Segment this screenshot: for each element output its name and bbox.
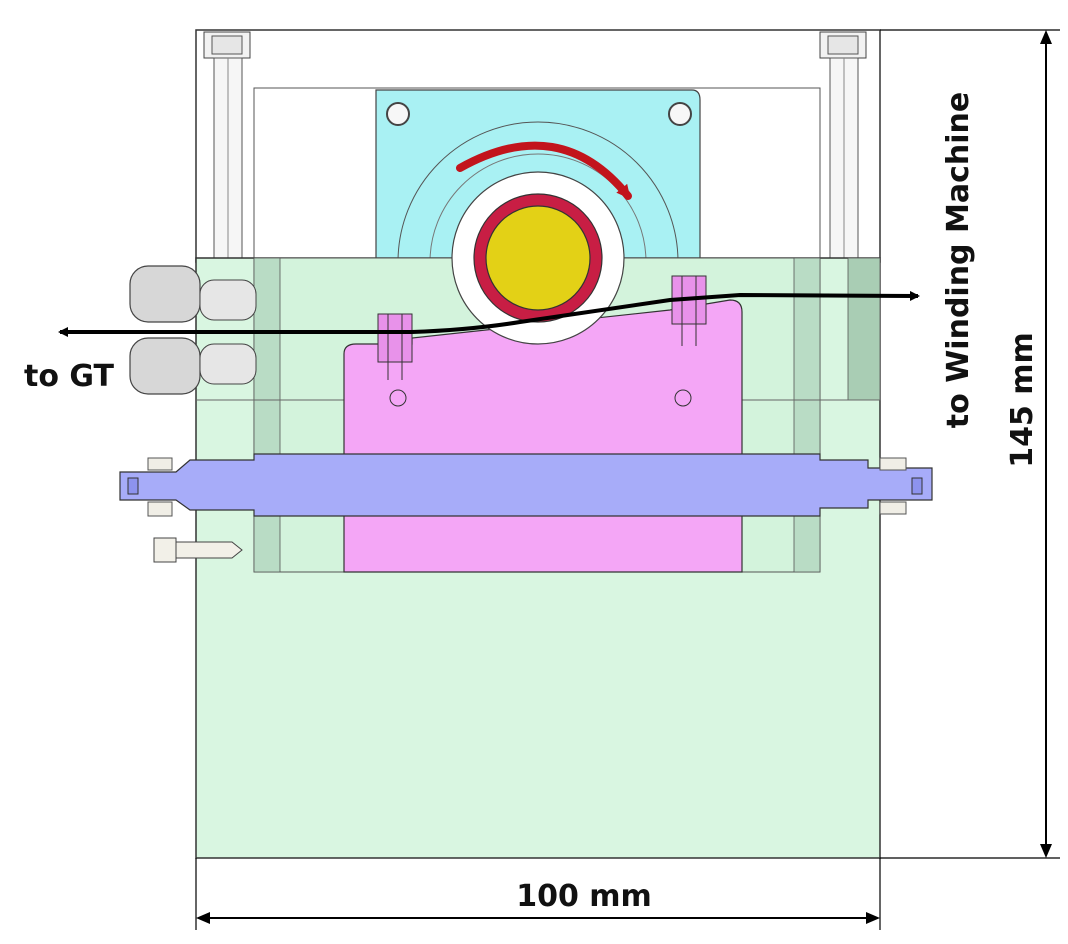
roller [451,171,625,345]
wire-path [411,290,920,334]
label-width-dimension: 100 mm [516,879,652,914]
label-height-dimension: 145 mm [1005,332,1040,468]
wire-connectors [129,265,257,395]
height-dimension-line [880,29,1060,859]
left-vertical-bolt [203,31,251,259]
side-screw [153,537,243,563]
label-to-winding-machine: to Winding Machine [941,92,976,428]
right-vertical-bolt [819,31,867,259]
rotation-arrow-icon [456,141,632,200]
label-to-gt: to GT [24,359,114,394]
width-dimension-line [195,858,881,930]
blue-shaft [119,453,933,517]
